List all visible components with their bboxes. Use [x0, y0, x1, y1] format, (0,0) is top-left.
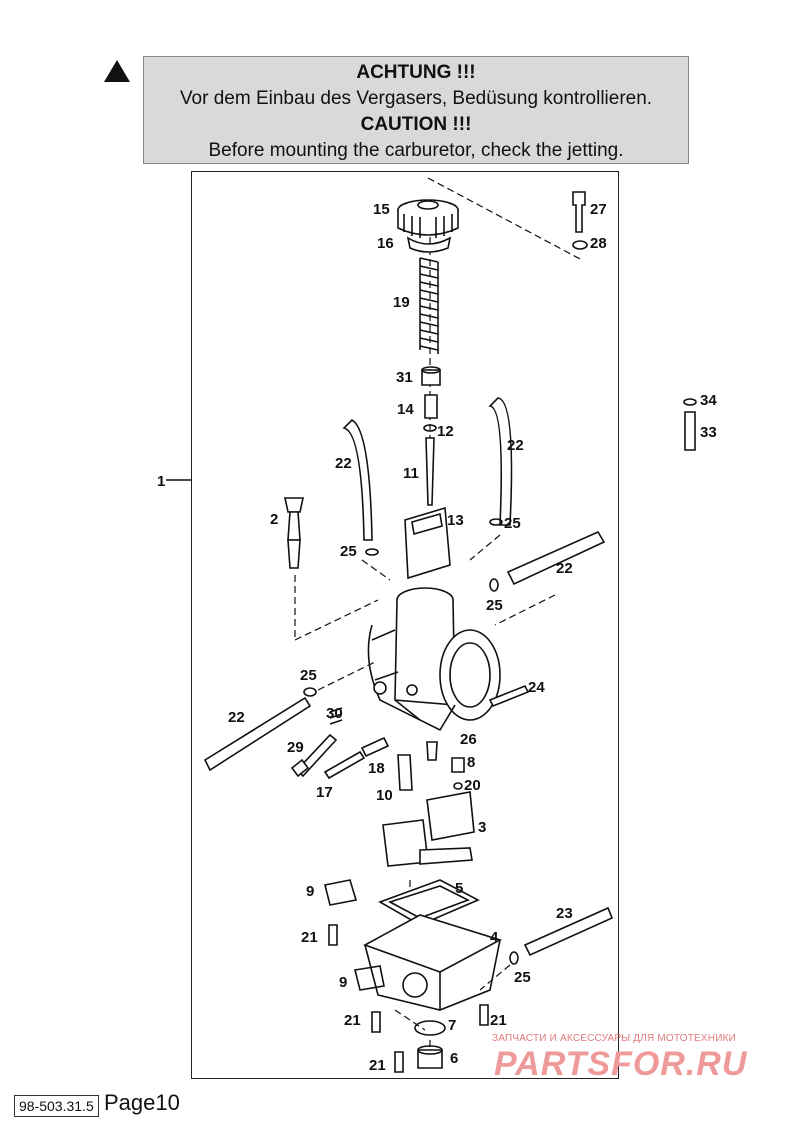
carburetor-body — [367, 587, 501, 732]
small-gasket-part-lower — [354, 965, 385, 991]
caution-heading-en: CAUTION !!! — [360, 114, 472, 135]
caution-text-en: Before mounting the carburetor, check th… — [208, 140, 624, 161]
label-27: 27 — [590, 201, 607, 218]
label-17: 17 — [316, 784, 333, 801]
label-9b: 9 — [339, 974, 347, 991]
hose-part-right — [488, 397, 513, 526]
needle-valve-part — [451, 757, 465, 773]
label-34: 34 — [700, 392, 717, 409]
caution-text-de: Vor dem Einbau des Vergasers, Bedüsung k… — [179, 88, 653, 109]
label-24: 24 — [528, 679, 545, 696]
assembly-frame — [191, 171, 619, 1079]
spring-part — [419, 257, 439, 354]
drain-plug-part — [417, 1049, 443, 1069]
label-9a: 9 — [306, 883, 314, 900]
label-28: 28 — [590, 235, 607, 252]
label-23: 23 — [556, 905, 573, 922]
label-15: 15 — [373, 201, 390, 218]
label-33: 33 — [700, 424, 717, 441]
label-21d: 21 — [369, 1057, 386, 1074]
label-8: 8 — [467, 754, 475, 771]
label-11: 11 — [403, 465, 419, 482]
ring-part — [406, 236, 452, 253]
needle-part — [425, 437, 435, 506]
label-22c: 22 — [556, 560, 573, 577]
hose-part-bowl — [523, 906, 614, 957]
label-25b: 25 — [504, 515, 521, 532]
watermark-tagline: ЗАПЧАСТИ И АКСЕССУАРЫ ДЛЯ МОТОТЕХНИКИ — [492, 1033, 737, 1044]
screw-part-c — [479, 1004, 489, 1026]
hose-part-lower — [203, 696, 312, 772]
page-number: Page10 — [104, 1090, 180, 1115]
screw-part-b — [371, 1011, 381, 1033]
label-7: 7 — [448, 1017, 456, 1034]
label-5: 5 — [455, 880, 463, 897]
hose-part-side — [506, 530, 606, 586]
float-part — [382, 791, 475, 867]
caution-heading-de: ACHTUNG !!! — [356, 62, 476, 83]
label-30: 30 — [326, 705, 343, 722]
screw-part — [572, 191, 586, 233]
label-3: 3 — [478, 819, 486, 836]
label-2: 2 — [270, 511, 278, 528]
label-13: 13 — [447, 512, 464, 529]
label-10: 10 — [376, 787, 393, 804]
document-code: 98-503.31.5 — [14, 1095, 99, 1117]
label-19: 19 — [393, 294, 410, 311]
screw-part-d — [394, 1051, 404, 1073]
label-26: 26 — [460, 731, 477, 748]
label-4: 4 — [490, 929, 499, 946]
label-21b: 21 — [344, 1012, 361, 1029]
watermark-brand: PARTSFOR.RU — [494, 1045, 748, 1083]
label-20: 20 — [464, 777, 481, 794]
label-14: 14 — [397, 401, 414, 418]
small-gasket-part-upper — [324, 879, 358, 906]
screw-part-a — [328, 924, 338, 946]
float-bowl-part — [363, 914, 503, 1011]
caution-box: ACHTUNG !!! Vor dem Einbau des Vergasers… — [143, 56, 689, 164]
spring-seat-part — [421, 369, 441, 386]
label-12: 12 — [437, 423, 454, 440]
label-31: 31 — [396, 369, 413, 386]
needle-holder-part — [424, 394, 438, 419]
label-22a: 22 — [335, 455, 352, 472]
gasket-part — [378, 879, 480, 926]
slide-part — [404, 506, 451, 580]
washer-part — [572, 240, 588, 250]
label-21c: 21 — [490, 1012, 507, 1029]
main-jet-part — [397, 754, 413, 791]
label-22d: 22 — [228, 709, 245, 726]
adjust-screw-part — [284, 497, 304, 569]
label-18: 18 — [368, 760, 385, 777]
cap-part — [397, 199, 459, 238]
air-screw-part — [323, 750, 366, 780]
label-25a: 25 — [340, 543, 357, 560]
label-25d: 25 — [300, 667, 317, 684]
vent-tube-part — [488, 684, 530, 708]
hose-part-left — [342, 419, 373, 541]
label-6: 6 — [450, 1050, 458, 1067]
pilot-jet-part — [426, 741, 438, 761]
bowl-o-ring-part — [414, 1020, 446, 1036]
label-22b: 22 — [507, 437, 524, 454]
o-ring-part — [683, 398, 697, 406]
jet-part — [684, 411, 696, 451]
label-25e: 25 — [514, 969, 531, 986]
label-21a: 21 — [301, 929, 318, 946]
warning-triangle-icon — [104, 60, 130, 82]
label-16: 16 — [377, 235, 394, 252]
clip-part — [423, 424, 437, 432]
label-29: 29 — [287, 739, 304, 756]
label-25c: 25 — [486, 597, 503, 614]
label-1: 1 — [157, 473, 165, 490]
